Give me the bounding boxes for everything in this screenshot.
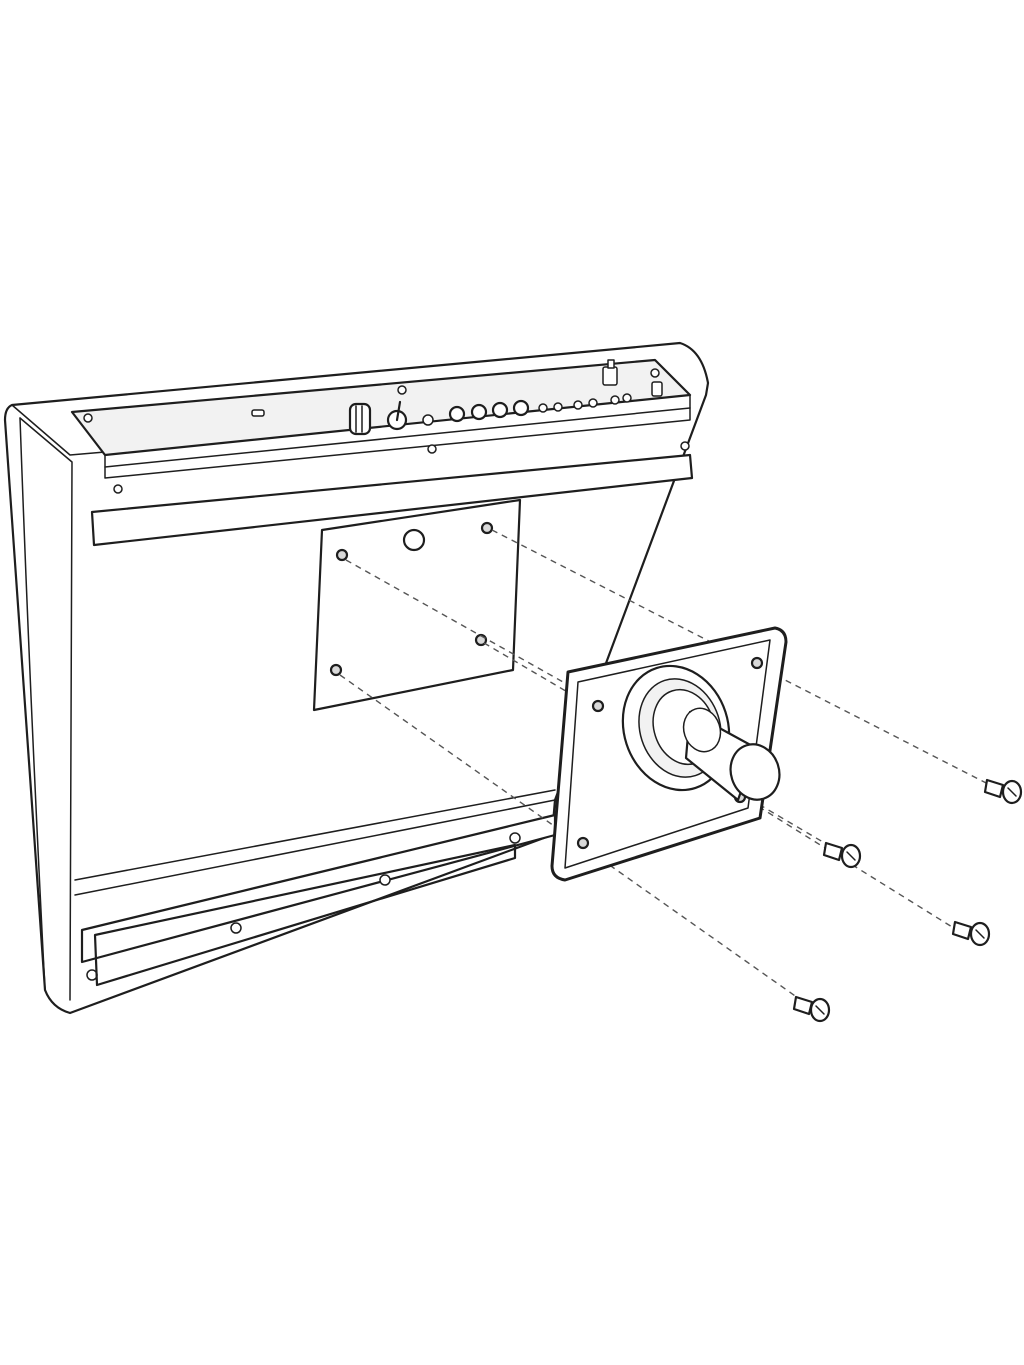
side-screw (680, 441, 690, 451)
upper-vent-strip (90, 453, 694, 547)
screw-1 (983, 778, 1023, 805)
jack-4 (573, 400, 583, 410)
adapter-hole-tr (750, 656, 764, 670)
channel-screw-lower (427, 444, 437, 454)
screw-3 (951, 920, 991, 947)
channel-inner-line (104, 407, 691, 468)
guide-top-left (345, 559, 605, 706)
vesa-hole-bottom-left (329, 663, 343, 677)
rca-jack-2 (470, 403, 488, 421)
channel-screw-left (83, 413, 93, 423)
guide-center (483, 642, 841, 853)
jack-7 (622, 393, 632, 403)
jack-2 (538, 403, 548, 413)
vesa-plate (312, 498, 522, 712)
monitor-curve (19, 417, 46, 991)
adapter-plate-inner (564, 639, 771, 869)
lower-rail-top (74, 789, 556, 881)
monitor-inner-bezel (19, 417, 73, 1001)
jack-1 (422, 414, 434, 426)
rail-screw-2 (379, 874, 391, 886)
upper-screw (113, 484, 123, 494)
rca-jack-4 (512, 399, 530, 417)
rca-jack-1 (448, 405, 466, 423)
rca-jack-3 (491, 401, 509, 419)
jack-3 (553, 402, 563, 412)
monitor-housing (3, 341, 710, 1015)
channel-screw-right (650, 368, 660, 378)
channel-screw-mid (397, 385, 407, 395)
power-inlet (602, 359, 618, 386)
power-knob (348, 402, 372, 436)
screw-4 (792, 995, 831, 1023)
vesa-hole-top-right (480, 521, 494, 535)
adapter-post-base (682, 707, 722, 753)
lower-rail-edge (74, 799, 556, 896)
jack-6 (610, 395, 620, 405)
adapter-hole-tl (591, 699, 605, 713)
toggle-switch (386, 400, 408, 431)
adapter-hole-bl (576, 836, 590, 850)
vesa-hole-top-left (335, 548, 349, 562)
adapter-post-cap (729, 743, 781, 801)
latch (651, 381, 663, 397)
screw-2 (822, 841, 862, 869)
indicator-slot (251, 409, 265, 417)
bottom-vent-slot (93, 843, 517, 987)
rail-screw-3 (509, 832, 521, 844)
vesa-center-hole (402, 528, 426, 552)
jack-5 (588, 398, 598, 408)
rail-screw-1 (230, 922, 242, 934)
screw-set (792, 778, 1023, 1023)
connector-row (83, 359, 663, 454)
mounting-adapter (550, 626, 788, 882)
monitor-side-edge (11, 404, 106, 456)
